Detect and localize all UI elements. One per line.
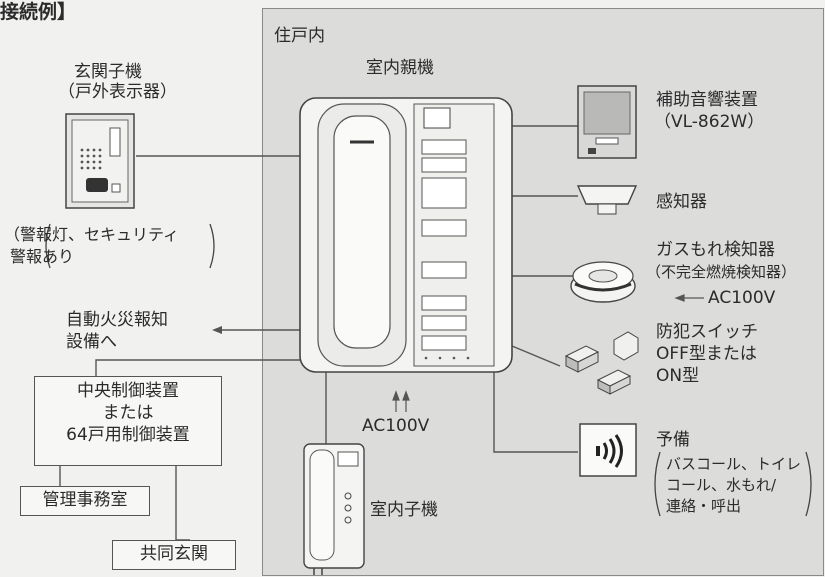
entrance-note-1: （警報灯、セキュリティ (4, 225, 180, 244)
central-line-1: 中央制御装置 (77, 381, 179, 401)
master-unit-drawing (299, 97, 513, 373)
gas-detector-drawing (570, 261, 636, 303)
central-controller-box: 中央制御装置 または 64戸用制御装置 (34, 376, 222, 466)
spare-device-drawing (579, 423, 637, 477)
panel-label: 住戸内 (274, 26, 325, 46)
spare-note-1: バスコール、トイレ (666, 455, 802, 473)
slave-unit-drawing (303, 443, 365, 575)
common-entrance-box: 共同玄関 (112, 540, 236, 570)
aux-model: （VL-862W） (654, 112, 765, 132)
central-line-2: または (102, 403, 154, 423)
ac-center-label: AC100V (362, 416, 430, 436)
entrance-label: 玄関子機 (74, 62, 142, 82)
spare-note-3: 連絡・呼出 (666, 497, 742, 515)
aux-label: 補助音響装置 (656, 90, 758, 110)
spare-note-2: コール、水もれ/ (666, 476, 777, 494)
gas-sublabel: （不完全燃焼検知器） (646, 263, 797, 281)
central-line-3: 64戸用制御装置 (66, 425, 190, 445)
switch-type-2: ON型 (656, 366, 700, 386)
spare-label: 予備 (656, 430, 690, 450)
fire-alarm-label: 自動火災報知 (66, 310, 168, 330)
fire-alarm-sublabel: 設備へ (66, 332, 117, 352)
entrance-unit-drawing (65, 113, 135, 209)
security-switch-drawing (564, 331, 639, 395)
entrance-note-2: 警報あり (10, 247, 75, 266)
master-label: 室内親機 (366, 58, 434, 78)
gas-ac-label: AC100V (708, 288, 776, 308)
aux-sound-drawing (577, 85, 637, 159)
sensor-label: 感知器 (656, 192, 707, 212)
office-box: 管理事務室 (20, 486, 150, 516)
sensor-drawing (576, 185, 638, 215)
common-entrance-label: 共同玄関 (140, 544, 208, 564)
office-label: 管理事務室 (42, 490, 128, 510)
switch-type-1: OFF型または (656, 344, 757, 364)
page-title: 接続例】 (0, 1, 77, 23)
slave-label: 室内子機 (370, 500, 438, 520)
gas-label: ガスもれ検知器 (656, 240, 775, 260)
switch-label: 防犯スイッチ (656, 322, 758, 342)
entrance-sublabel: （戸外表示器） (58, 82, 177, 102)
